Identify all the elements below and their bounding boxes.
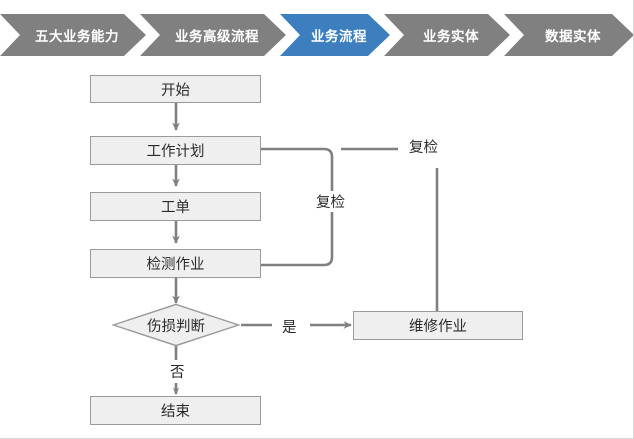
- flow-node-workplan-label: 工作计划: [146, 144, 205, 160]
- flow-node-start[interactable]: 开始: [90, 75, 261, 103]
- flow-node-repair[interactable]: 维修作业: [353, 311, 523, 340]
- flow-node-inspection-label: 检测作业: [146, 257, 205, 273]
- chevron-shape-0[interactable]: [0, 14, 146, 56]
- breadcrumb-shapes: [0, 14, 634, 56]
- chevron-shape-3[interactable]: [384, 14, 510, 56]
- flow-edge-label-recheck-2: 复检: [406, 136, 441, 157]
- flow-node-decision[interactable]: [112, 303, 240, 347]
- chevron-shape-1[interactable]: [140, 14, 286, 56]
- flow-node-end[interactable]: 结束: [90, 396, 261, 425]
- flow-node-end-label: 结束: [161, 404, 190, 420]
- chevron-shape-2[interactable]: [280, 14, 390, 56]
- flow-node-repair-label: 维修作业: [409, 319, 467, 335]
- flow-edge-label-no: 否: [167, 361, 188, 382]
- flow-node-inspection[interactable]: 检测作业: [90, 249, 261, 278]
- flow-edge-label-yes: 是: [279, 316, 300, 337]
- chevron-shape-4[interactable]: [504, 14, 634, 56]
- flow-node-workorder-label: 工单: [161, 200, 190, 216]
- flow-node-workorder[interactable]: 工单: [90, 192, 261, 221]
- flow-node-start-label: 开始: [161, 82, 190, 99]
- flow-node-workplan[interactable]: 工作计划: [90, 136, 261, 165]
- flow-edge-label-recheck-1: 复检: [313, 191, 348, 212]
